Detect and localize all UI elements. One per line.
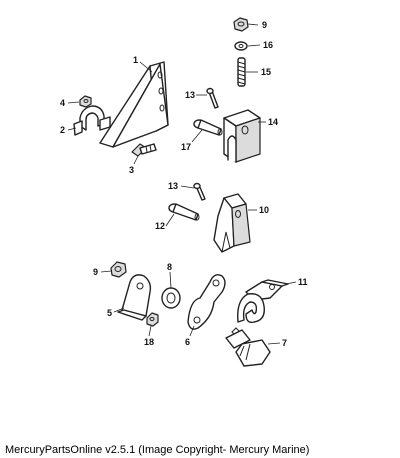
callout-11: 11 bbox=[298, 277, 308, 287]
callout-14: 14 bbox=[268, 117, 278, 127]
part-17-clevis-pin bbox=[193, 119, 223, 136]
callout-10: 10 bbox=[259, 205, 269, 215]
callout-18: 18 bbox=[144, 337, 154, 347]
callout-1: 1 bbox=[133, 55, 138, 65]
part-11-bracket bbox=[237, 279, 289, 324]
part-4-nut bbox=[79, 95, 92, 108]
part-15-stud bbox=[237, 57, 246, 87]
callout-2: 2 bbox=[60, 125, 65, 135]
callout-15: 15 bbox=[261, 67, 271, 77]
callout-13-mid: 13 bbox=[168, 181, 178, 191]
part-6-link-plate bbox=[187, 274, 226, 330]
part-5-plate bbox=[117, 274, 152, 321]
callout-13-top: 13 bbox=[185, 90, 195, 100]
callout-12: 12 bbox=[155, 221, 165, 231]
part-2-clamp bbox=[73, 105, 111, 136]
part-9-nut-lower bbox=[110, 261, 127, 278]
callout-6: 6 bbox=[185, 337, 190, 347]
part-1-bracket bbox=[99, 61, 169, 148]
callout-9-top: 9 bbox=[262, 20, 267, 30]
callout-9-lower: 9 bbox=[93, 267, 98, 277]
callout-5: 5 bbox=[107, 308, 112, 318]
part-13-cotter-pin-mid bbox=[193, 182, 206, 201]
part-8-washer bbox=[161, 287, 181, 309]
copyright-caption: MercuryPartsOnline v2.5.1 (Image Copyrig… bbox=[5, 444, 310, 456]
callout-3: 3 bbox=[129, 165, 134, 175]
part-12-pin bbox=[168, 203, 200, 221]
part-16-washer bbox=[234, 41, 248, 51]
part-7-ball-stud bbox=[225, 327, 271, 367]
part-9-nut-top bbox=[233, 17, 249, 32]
callout-16: 16 bbox=[263, 40, 273, 50]
part-10-clevis bbox=[213, 193, 251, 253]
callout-8: 8 bbox=[167, 262, 172, 272]
parts-diagram: 9 16 15 1 4 2 3 13 17 14 13 12 10 9 5 8 … bbox=[60, 17, 308, 367]
callout-4: 4 bbox=[60, 98, 65, 108]
part-13-cotter-pin-top bbox=[206, 87, 219, 109]
part-3-bolt bbox=[131, 143, 157, 157]
callout-7: 7 bbox=[282, 338, 287, 348]
part-18-nut bbox=[146, 312, 159, 327]
callout-17: 17 bbox=[181, 142, 191, 152]
part-14-clevis-block bbox=[223, 109, 261, 163]
